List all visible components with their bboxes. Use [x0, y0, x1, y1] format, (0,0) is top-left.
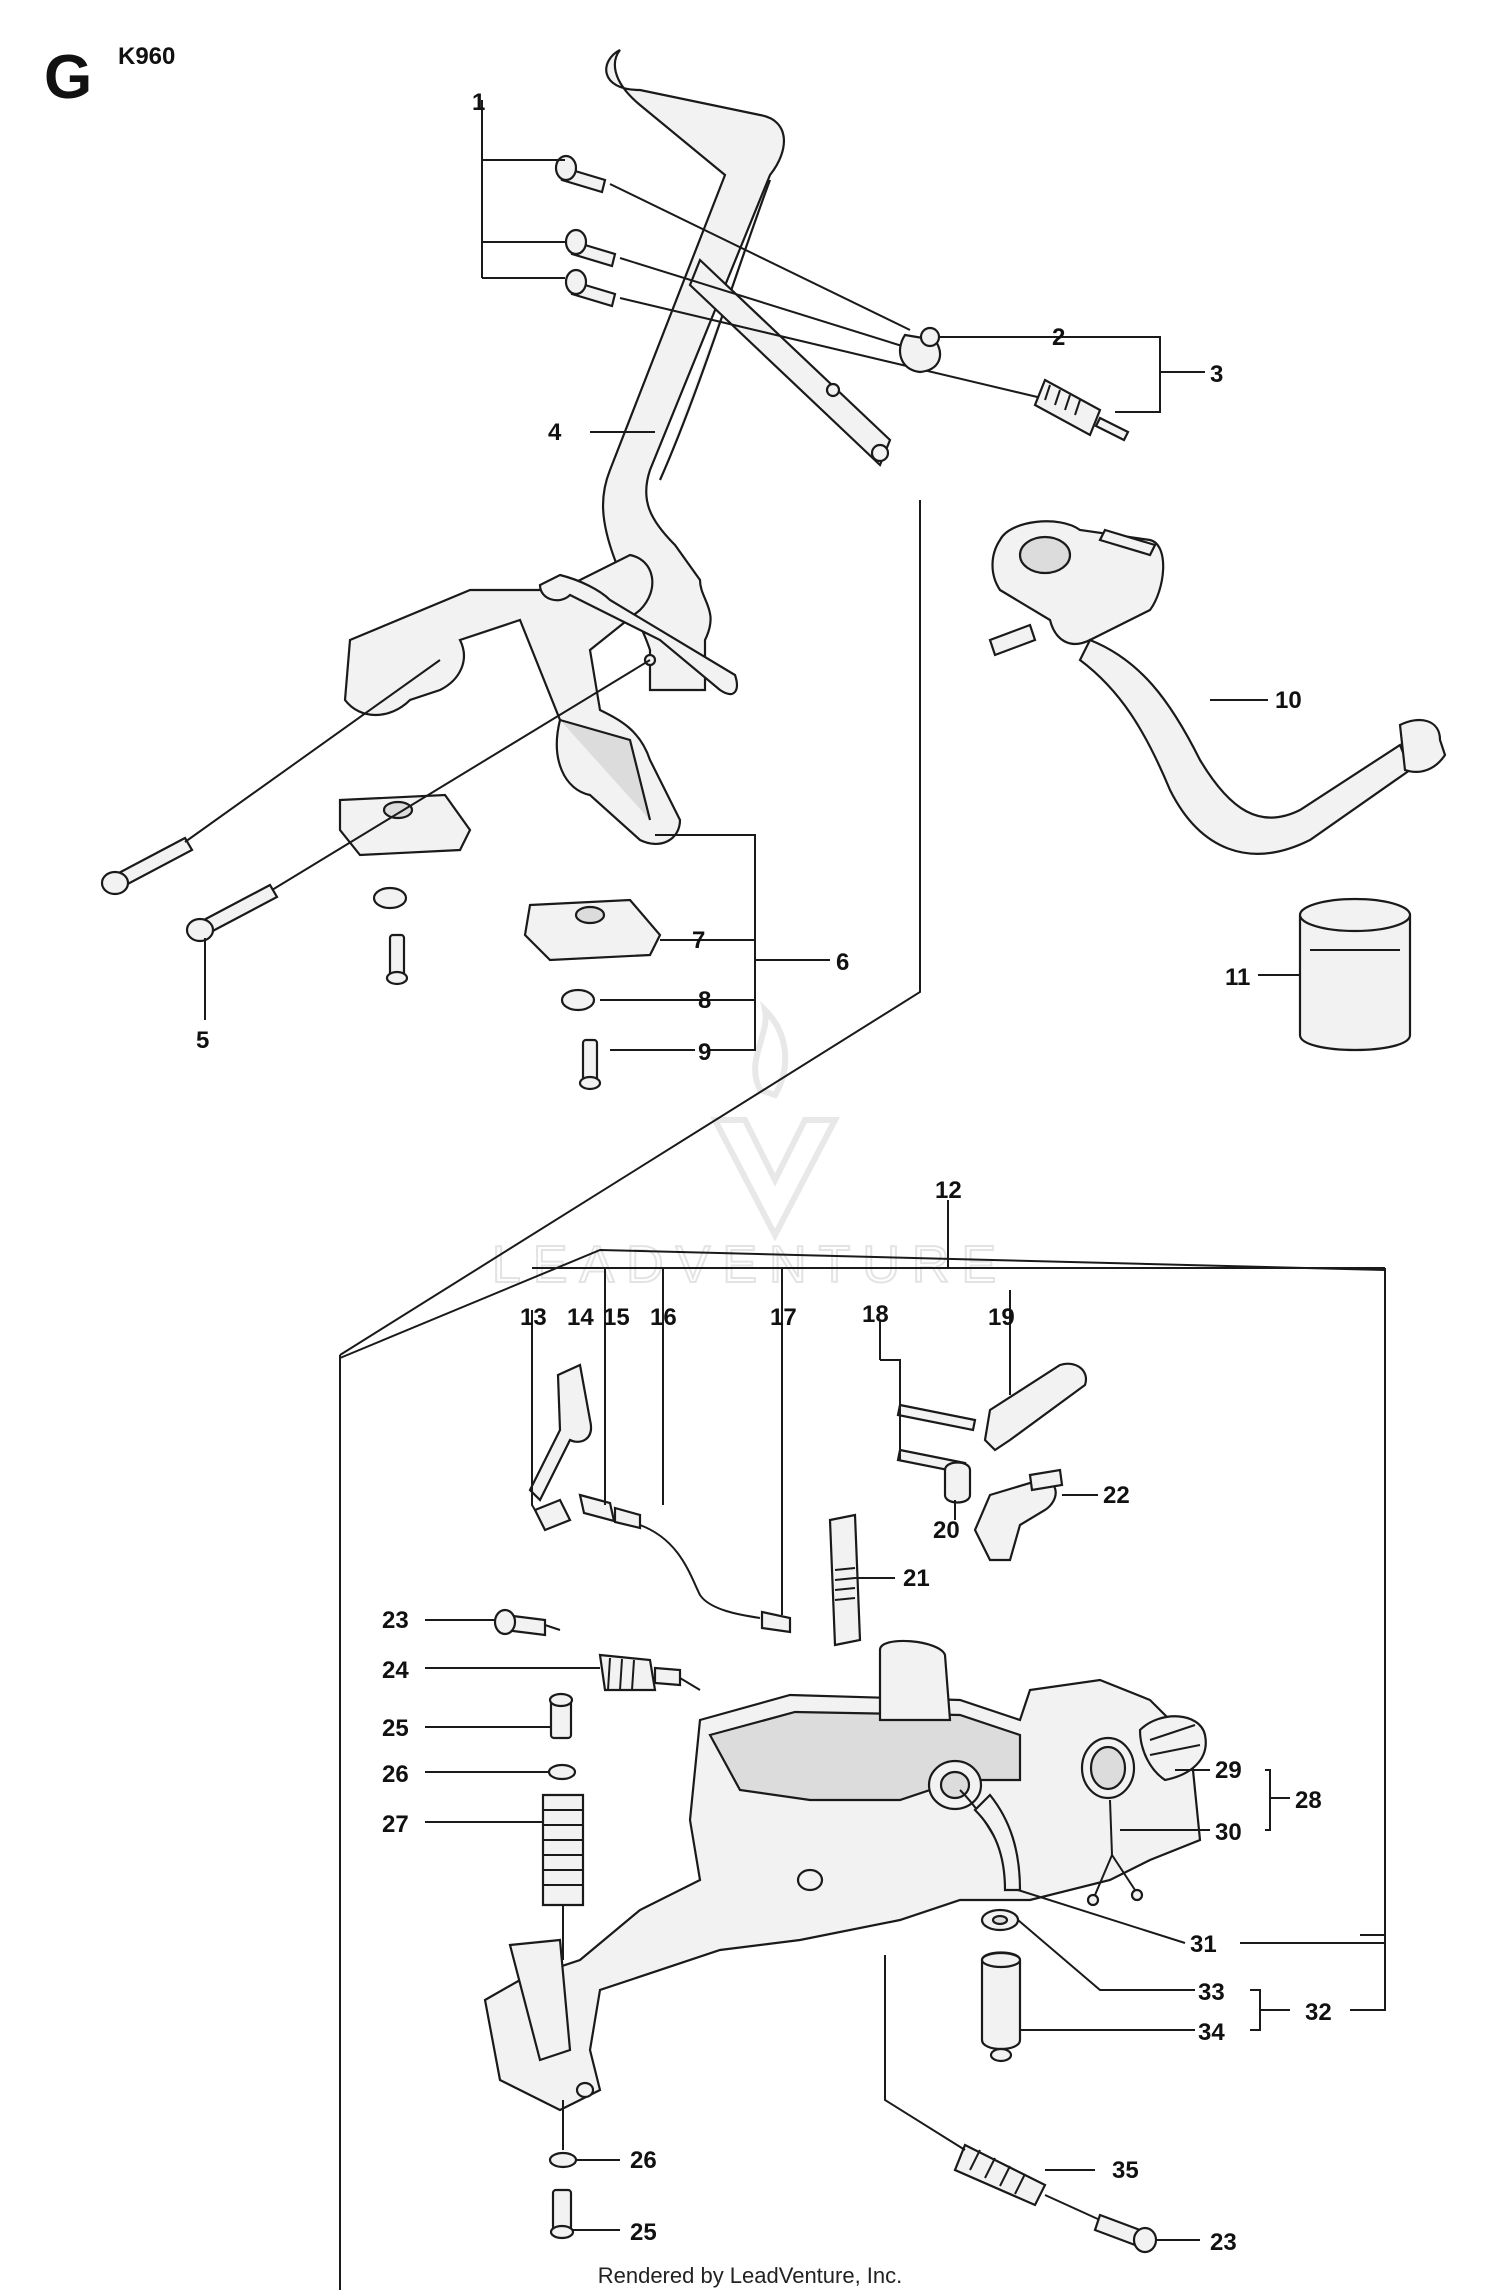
- pad-screw-left: [385, 933, 409, 986]
- fuel-filter: [980, 1951, 1022, 2063]
- callout-25-lower: 25: [630, 2219, 657, 2246]
- rubber-pad-right: [523, 898, 662, 962]
- callout-27: 27: [382, 1811, 409, 1838]
- hose-cap: [1298, 897, 1412, 1052]
- callout-21: 21: [903, 1565, 930, 1592]
- callout-1: 1: [472, 89, 485, 116]
- callout-26-lower: 26: [630, 2147, 657, 2174]
- throttle-trigger: [973, 1468, 1064, 1562]
- handle-clamp: [898, 326, 942, 374]
- av-washer-bottom: [548, 2151, 578, 2169]
- handle-screws: [554, 154, 1051, 401]
- av-spring-top: [1033, 378, 1130, 442]
- callout-5: 5: [196, 1027, 209, 1054]
- callout-30: 30: [1215, 1819, 1242, 1846]
- av-screw-bottom: [549, 2188, 575, 2240]
- pad-screw-right: [578, 1038, 602, 1091]
- fuel-tube-bent: [528, 1363, 593, 1502]
- callout-26-upper: 26: [382, 1761, 409, 1788]
- callout-9: 9: [698, 1039, 711, 1066]
- callout-6: 6: [836, 949, 849, 976]
- callout-25-upper: 25: [382, 1715, 409, 1742]
- throttle-lock-lever: [983, 1362, 1088, 1452]
- rubber-pad-left: [338, 793, 472, 857]
- av-screw-top: [548, 1692, 574, 1740]
- fuel-cap-assembly: [1080, 1715, 1207, 1907]
- leadventure-watermark: LEADVENTURE: [491, 1000, 1008, 1295]
- tank-screw-lower: [1093, 2213, 1158, 2254]
- callout-13: 13: [520, 1304, 547, 1331]
- callout-29: 29: [1215, 1757, 1242, 1784]
- washer-right: [560, 988, 596, 1012]
- callout-2: 2: [1052, 324, 1065, 351]
- callout-22: 22: [1103, 1482, 1130, 1509]
- callout-15: 15: [603, 1304, 630, 1331]
- throttle-cable-assembly: [578, 1493, 792, 1634]
- trigger-spring: [943, 1461, 972, 1504]
- fuel-tank-body: [483, 1639, 1202, 2112]
- callout-33: 33: [1198, 1979, 1225, 2006]
- callout-11: 11: [1225, 964, 1250, 991]
- handle-grip-assembly: [988, 520, 1447, 855]
- callout-12: 12: [935, 1177, 962, 1204]
- av-spring-lower: [884, 1955, 1101, 2221]
- watermark-text: LEADVENTURE: [492, 1236, 1008, 1294]
- callout-28: 28: [1295, 1787, 1322, 1814]
- leader-lines: [204, 100, 1386, 2241]
- section-letter: G: [44, 43, 92, 112]
- callout-23-upper: 23: [382, 1607, 409, 1634]
- handle-mount-bracket: [343, 553, 738, 845]
- fuel-filter-grommet: [980, 1908, 1020, 1932]
- long-bolt-upper: [100, 659, 441, 896]
- fuel-hose: [973, 1793, 1022, 1892]
- washer-left: [372, 886, 408, 910]
- callout-14: 14: [567, 1304, 594, 1331]
- tank-plate: [828, 1513, 862, 1647]
- callout-35: 35: [1112, 2157, 1139, 2184]
- callout-4: 4: [548, 419, 562, 446]
- callout-18: 18: [862, 1301, 889, 1328]
- callout-labels: 1 2 3 4 5 6 7 8 9 10 11 12 13 14 15 16 1…: [196, 89, 1332, 2256]
- av-spring-tank: [598, 1653, 701, 1692]
- callout-8: 8: [698, 987, 711, 1014]
- av-washer-top: [547, 1763, 577, 1781]
- callout-34: 34: [1198, 2019, 1225, 2046]
- model-label: K960: [118, 43, 175, 70]
- long-bolt-lower: [185, 659, 651, 943]
- callout-24: 24: [382, 1657, 409, 1684]
- callout-20: 20: [933, 1517, 960, 1544]
- callout-17: 17: [770, 1304, 797, 1331]
- callout-3: 3: [1210, 361, 1223, 388]
- tank-screw-upper: [493, 1608, 561, 1637]
- av-spring-vertical: [541, 1793, 585, 1960]
- callout-7: 7: [692, 927, 705, 954]
- footer-credit: Rendered by LeadVenture, Inc.: [598, 2263, 903, 2288]
- callout-23-lower: 23: [1210, 2229, 1237, 2256]
- front-handle: [602, 49, 892, 692]
- callout-32: 32: [1305, 1999, 1332, 2026]
- callout-31: 31: [1190, 1931, 1217, 1958]
- callout-19: 19: [988, 1304, 1015, 1331]
- fuel-connector: [533, 1498, 572, 1532]
- callout-16: 16: [650, 1304, 677, 1331]
- callout-10: 10: [1275, 687, 1302, 714]
